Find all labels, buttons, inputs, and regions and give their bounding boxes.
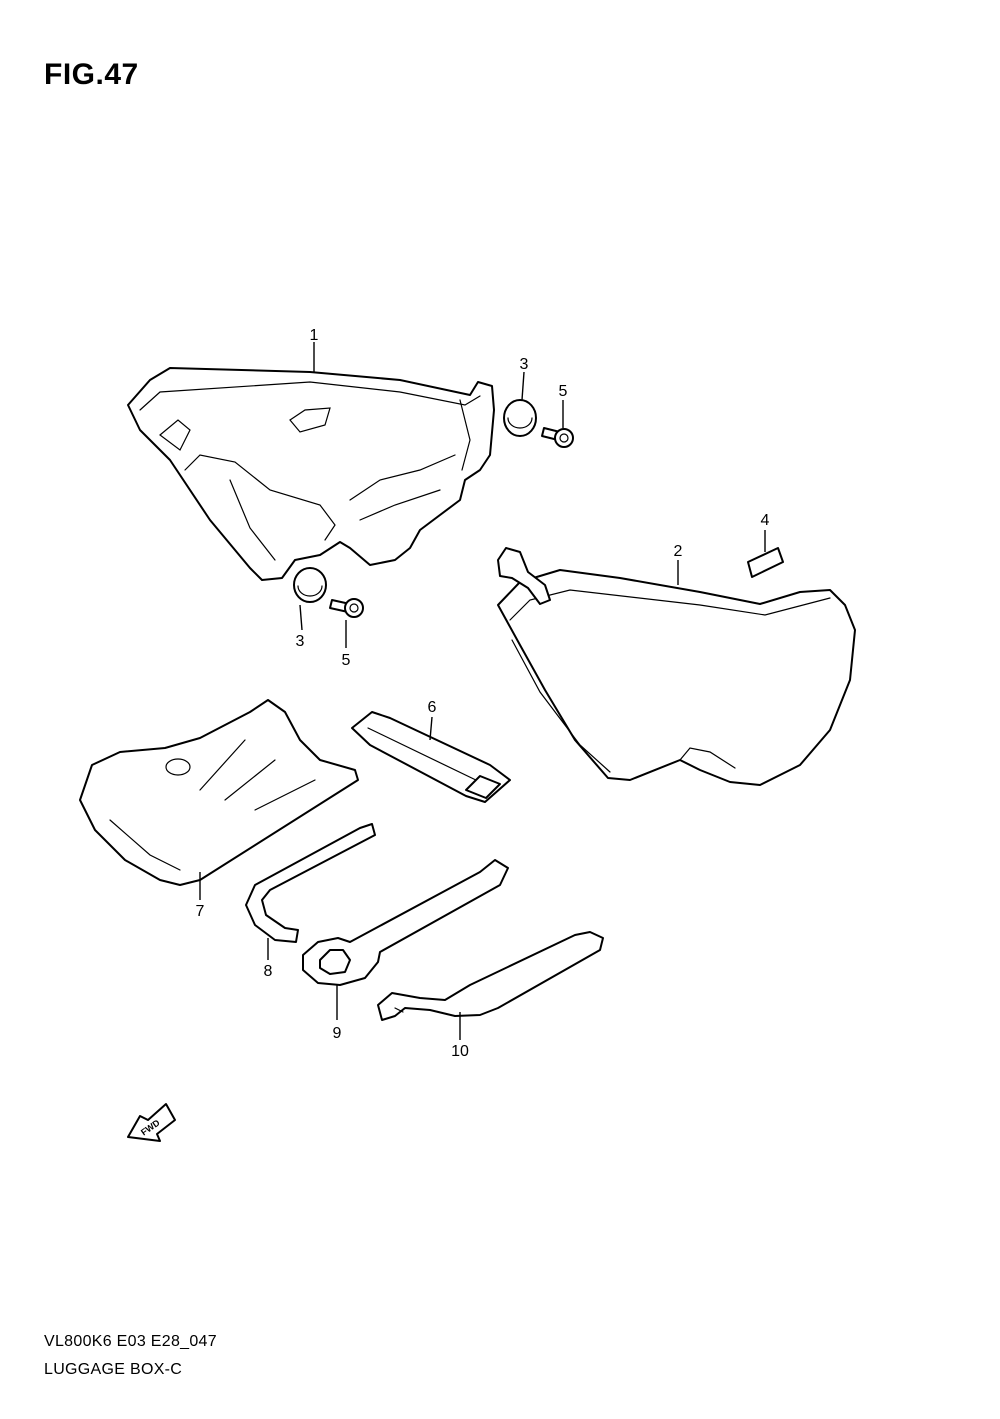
- pad[interactable]: [747, 547, 784, 578]
- cushion-lower[interactable]: [293, 567, 327, 603]
- callout-1: 1: [310, 327, 319, 344]
- callouts: 1 2 3 3 4 5 5 6 7 8 9 10: [196, 327, 770, 1060]
- callout-2: 2: [674, 543, 683, 560]
- cushion-upper[interactable]: [503, 399, 537, 437]
- leader-lines: [199, 342, 766, 1040]
- frame-cover[interactable]: [497, 547, 856, 786]
- box-wrench[interactable]: [302, 859, 509, 986]
- callout-6: 6: [428, 699, 437, 716]
- band[interactable]: [351, 711, 511, 803]
- callout-3-lower: 3: [296, 633, 305, 650]
- figure-code: VL800K6 E03 E28_047: [44, 1333, 217, 1350]
- spanner[interactable]: [377, 931, 604, 1021]
- bolt-lower[interactable]: [329, 598, 364, 618]
- callout-5-lower: 5: [342, 652, 351, 669]
- callout-8: 8: [264, 963, 273, 980]
- forward-direction-arrow-icon: FWD: [127, 1103, 176, 1142]
- bolt-upper[interactable]: [541, 427, 574, 448]
- callout-4: 4: [761, 512, 770, 529]
- callout-10: 10: [451, 1043, 469, 1060]
- callout-7: 7: [196, 903, 205, 920]
- callout-3-upper: 3: [520, 356, 529, 373]
- figure-name: LUGGAGE BOX-C: [44, 1361, 183, 1378]
- tool-bag[interactable]: [79, 699, 359, 886]
- callout-5-upper: 5: [559, 383, 568, 400]
- luggage-box[interactable]: [127, 367, 495, 581]
- callout-9: 9: [333, 1025, 342, 1042]
- figure-title: FIG.47: [44, 58, 139, 91]
- hex-wrench[interactable]: [245, 823, 376, 943]
